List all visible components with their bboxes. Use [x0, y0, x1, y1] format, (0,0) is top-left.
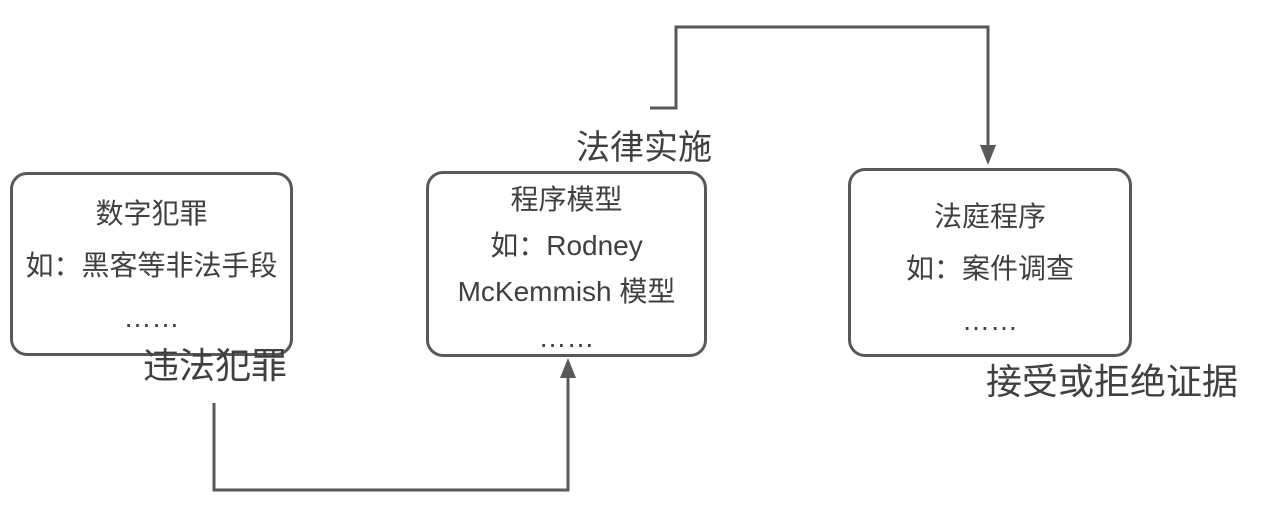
- node-ellipsis: ……: [538, 322, 595, 353]
- node-example: 如：案件调查: [905, 253, 1074, 284]
- node-example: 如：Rodney: [490, 230, 643, 261]
- label-accept-or-reject-evidence: 接受或拒绝证据: [986, 361, 1239, 402]
- node-title: 法庭程序: [933, 201, 1046, 232]
- label-illegal-crime: 违法犯罪: [143, 345, 288, 386]
- node-title: 数字犯罪: [95, 198, 208, 229]
- node-court-procedure: 法庭程序 如：案件调查 ……: [848, 168, 1132, 357]
- node-example: 如：黑客等非法手段: [25, 250, 278, 281]
- node-procedure-model: 程序模型 如：Rodney McKemmish 模型 ……: [426, 171, 707, 357]
- node-digital-crime: 数字犯罪 如：黑客等非法手段 ……: [10, 172, 293, 356]
- node-ellipsis: ……: [123, 302, 180, 333]
- label-law-enforcement: 法律实施: [576, 129, 712, 167]
- node-title: 程序模型: [510, 184, 623, 215]
- arrowhead-down-icon: [980, 145, 996, 165]
- node-ellipsis: ……: [962, 305, 1018, 336]
- arrowhead-up-icon: [560, 358, 576, 378]
- connector-crime-to-model: [212, 377, 570, 492]
- node-example-continued: McKemmish 模型: [457, 276, 676, 307]
